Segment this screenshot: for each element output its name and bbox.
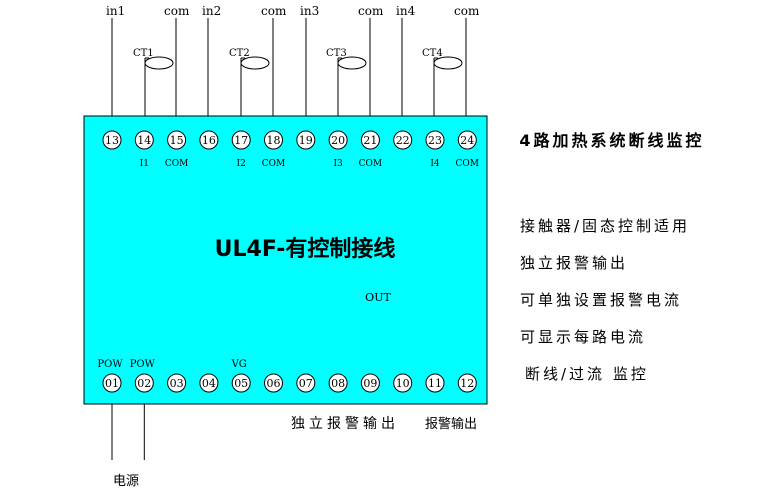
top-terminal-number: 13: [105, 134, 119, 147]
top-terminal: [296, 130, 316, 150]
bottom-terminal: [264, 373, 283, 393]
independent-alarm-caption: 独立报警输出: [291, 416, 399, 432]
top-terminal: [393, 130, 413, 150]
alarm-output-caption: 报警输出: [425, 416, 477, 432]
com-label: com: [454, 4, 480, 18]
com-label: com: [164, 4, 190, 18]
top-terminal-number: 21: [363, 134, 377, 147]
bottom-terminal-number: 05: [234, 377, 248, 390]
bottom-sub-label: VG: [231, 359, 247, 370]
top-terminal: [264, 130, 283, 150]
system-title: 4路加热系统断线监控: [519, 131, 704, 150]
top-terminal: [457, 130, 477, 150]
bottom-terminal: [231, 373, 251, 393]
top-sub-label: COM: [262, 159, 285, 169]
bottom-sub-label: POW: [130, 359, 156, 370]
input-label: in1: [106, 4, 125, 18]
top-terminal: [231, 130, 251, 150]
ct-label: CT4: [422, 48, 443, 59]
ct-label: CT2: [229, 48, 250, 59]
controller-module: [83, 115, 488, 405]
bottom-terminal: [296, 373, 316, 393]
top-terminal-number: 20: [331, 134, 345, 147]
top-terminal-number: 15: [170, 134, 184, 147]
top-terminal-number: 19: [299, 134, 313, 147]
top-terminal: [199, 130, 219, 150]
top-terminal-number: 14: [137, 134, 151, 147]
bottom-terminal: [134, 373, 154, 393]
bottom-terminal: [199, 373, 219, 393]
out-label: OUT: [365, 291, 391, 304]
com-label: com: [261, 4, 287, 18]
top-terminal: [167, 130, 187, 150]
top-sub-label: COM: [359, 159, 382, 169]
top-sub-label: I3: [333, 159, 343, 169]
bottom-terminal-number: 12: [460, 377, 474, 390]
terminal-layer: 13 14 15 16 17 18 19 20 21 22 23 24 01 02 03 04 05 06 07 08…: [102, 130, 477, 393]
power-caption: 电源: [113, 474, 139, 489]
com-label: com: [358, 4, 384, 18]
ct-ring: [433, 56, 463, 70]
bottom-sub-label: POW: [97, 359, 123, 370]
bottom-terminal-number: 07: [299, 377, 313, 390]
ct-ring: [240, 56, 270, 70]
ct-label: CT1: [133, 48, 154, 59]
input-label: in2: [202, 4, 221, 18]
bottom-terminal-number: 03: [170, 377, 184, 390]
bottom-terminal: [167, 373, 187, 393]
bottom-terminal-number: 06: [267, 377, 281, 390]
bottom-terminal: [328, 373, 348, 393]
module-title: UL4F-有控制接线: [215, 236, 396, 262]
top-sub-label: I4: [430, 159, 440, 169]
bottom-terminal-number: 10: [396, 377, 410, 390]
bottom-terminal: [102, 373, 122, 393]
top-terminal-number: 16: [202, 134, 216, 147]
top-terminal: [360, 130, 380, 150]
bottom-terminal: [457, 373, 477, 393]
input-label: in3: [300, 4, 319, 18]
top-terminal: [134, 130, 154, 150]
ct-ring: [337, 56, 367, 70]
bottom-terminal-number: 04: [202, 377, 216, 390]
top-sub-label: COM: [165, 159, 188, 169]
top-terminal-number: 23: [428, 134, 442, 147]
ct-ring: [144, 56, 174, 70]
bottom-terminal-number: 09: [363, 377, 377, 390]
ct-label: CT3: [326, 48, 347, 59]
bottom-terminal: [425, 373, 445, 393]
top-terminal: [425, 130, 445, 150]
top-sub-label: COM: [456, 159, 479, 169]
top-sub-label: I1: [140, 159, 149, 169]
top-terminal-number: 17: [234, 134, 248, 147]
top-terminal-number: 22: [396, 134, 410, 147]
top-terminal-number: 18: [267, 134, 281, 147]
top-terminal: [328, 130, 348, 150]
bottom-terminal: [393, 373, 413, 393]
top-terminal: [102, 130, 122, 150]
top-sub-label: I2: [237, 159, 246, 169]
input-label: in4: [396, 4, 416, 18]
bottom-terminal-number: 01: [105, 377, 119, 390]
bottom-terminal: [360, 373, 380, 393]
top-terminal-number: 24: [460, 134, 474, 147]
bottom-terminal-number: 02: [137, 377, 151, 390]
bottom-terminal-number: 11: [428, 377, 442, 390]
bottom-terminal-number: 08: [331, 377, 345, 390]
